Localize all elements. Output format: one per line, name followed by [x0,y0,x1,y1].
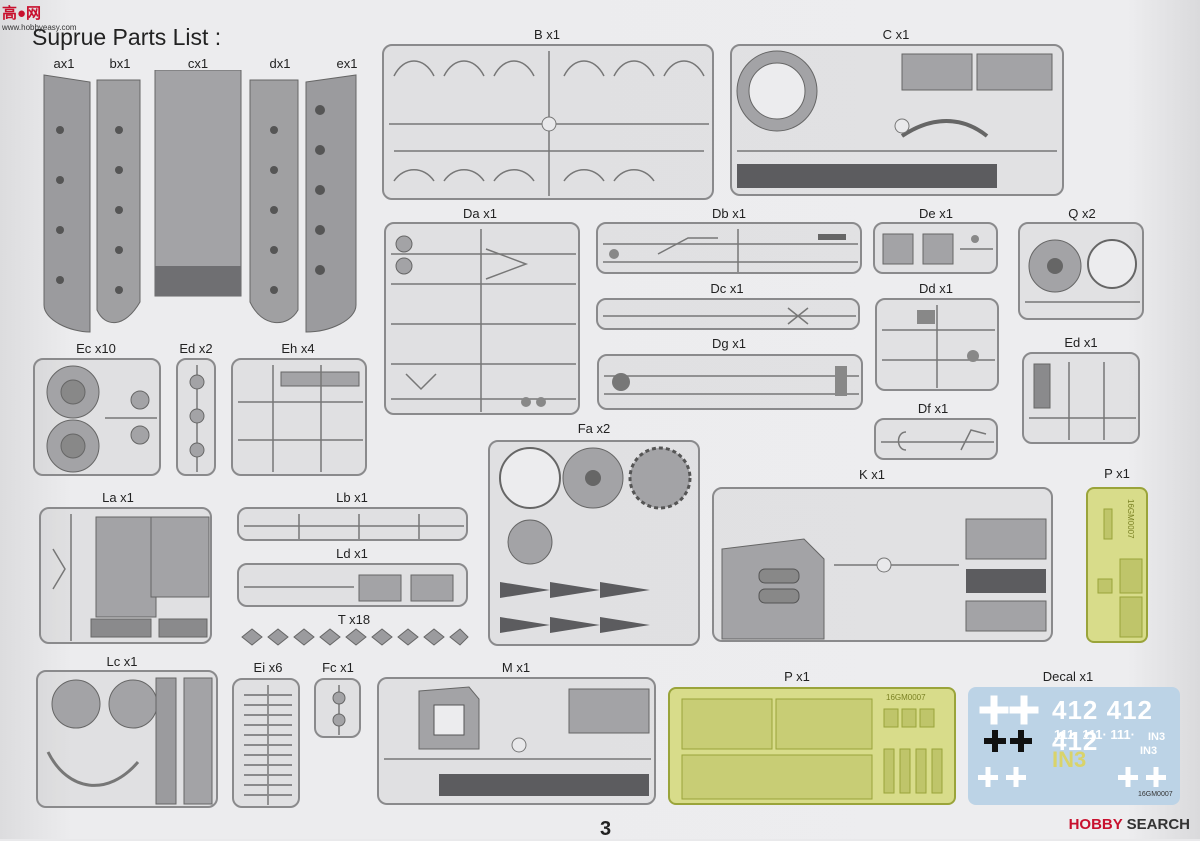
sprue-label-T: T x18 [337,612,371,627]
sprue-C [730,44,1064,196]
decal-in3-yellow: IN3 [1052,747,1087,772]
sprue-Dg [597,354,863,410]
sprue-Ed1 [1022,352,1140,444]
sprue-label-Ed2: Ed x2 [179,341,213,356]
decal-number-111: 111· 111· 111· [1054,727,1135,742]
sprue-De [873,222,998,274]
hobbysearch-watermark: HOBBY SEARCH [1068,816,1190,833]
sprue-label-La: La x1 [102,490,134,505]
sprue-label-Da: Da x1 [463,206,497,221]
balkenkreuz-decals [978,695,1166,787]
sprue-label-Q: Q x2 [1068,206,1096,221]
sprue-label-Eh: Eh x4 [281,341,315,356]
site-logo-watermark: 高●网 www.hobbyeasy.com [2,5,77,32]
sprue-label-M: M x1 [501,660,531,675]
sprue-Lc [36,670,218,808]
sprue-label-d: dx1 [269,56,291,71]
sprue-label-Lb: Lb x1 [336,490,368,505]
decal-code: 16GM0007 [1138,791,1173,798]
sprue-Ei [232,678,300,808]
decal-in3-upper: IN3 [1148,731,1166,743]
pe-code-large: 16GM0007 [886,693,926,702]
sprue-label-e: ex1 [336,56,358,71]
sprue-Dd [875,298,999,391]
sprue-label-De: De x1 [919,206,953,221]
page-title: Suprue Parts List : [32,24,222,50]
sprue-label-Dd: Dd x1 [919,281,953,296]
sprue-La [39,507,212,644]
sprue-Q [1018,222,1144,320]
sprue-K [712,487,1053,642]
sprue-label-Dg: Dg x1 [712,336,746,351]
sprue-label-K: K x1 [858,467,886,482]
sprue-Lb [237,507,468,541]
pe-code-small: 16GM0007 [1126,499,1135,539]
sprue-label-P1: P x1 [1104,466,1130,481]
sprue-label-Ec: Ec x10 [76,341,116,356]
photo-etch-fret-large: 16GM0007 [668,687,956,805]
sprue-Fa [488,440,700,646]
photo-etch-fret-small: 16GM0007 [1086,487,1148,643]
decal-in3-small: IN3 [1140,745,1158,757]
sprue-label-C: C x1 [882,27,910,42]
sprue-label-P2: P x1 [784,669,810,684]
sprue-Fc [314,678,361,738]
decal-number-412: 412 412 412 [1052,695,1153,756]
sprue-label-B: B x1 [533,27,561,42]
sprue-B [382,44,714,200]
sprue-Eh [231,358,367,476]
sprue-Ld [237,563,468,607]
sprue-label-Ld: Ld x1 [336,546,368,561]
sprue-label-a: ax1 [53,56,75,71]
track-links-illustration [241,628,469,646]
sprue-Dc [596,298,860,330]
sprue-Df [874,418,998,460]
sprue-label-c: cx1 [187,56,209,71]
sprue-label-Fc: Fc x1 [322,660,354,675]
sprue-Db [596,222,862,274]
hull-panels-illustration [43,70,357,333]
sprue-label-Lc: Lc x1 [106,654,138,669]
sprue-label-Ei: Ei x6 [253,660,283,675]
page-number: 3 [600,818,612,840]
sprue-Da [384,222,580,415]
sprue-label-Decal: Decal x1 [1042,669,1094,684]
sprue-label-Ed1: Ed x1 [1064,335,1098,350]
sprue-M [377,677,656,805]
decal-sheet: 412 412 412 111· 111· 111· IN3 IN3 IN3 1… [968,687,1180,805]
sprue-label-Dc: Dc x1 [710,281,744,296]
sprue-Ed2 [176,358,216,476]
sprue-label-Df: Df x1 [917,401,949,416]
sprue-label-Fa: Fa x2 [577,421,611,436]
sprue-label-Db: Db x1 [712,206,746,221]
sprue-label-b: bx1 [109,56,131,71]
sprue-Ec [33,358,161,476]
